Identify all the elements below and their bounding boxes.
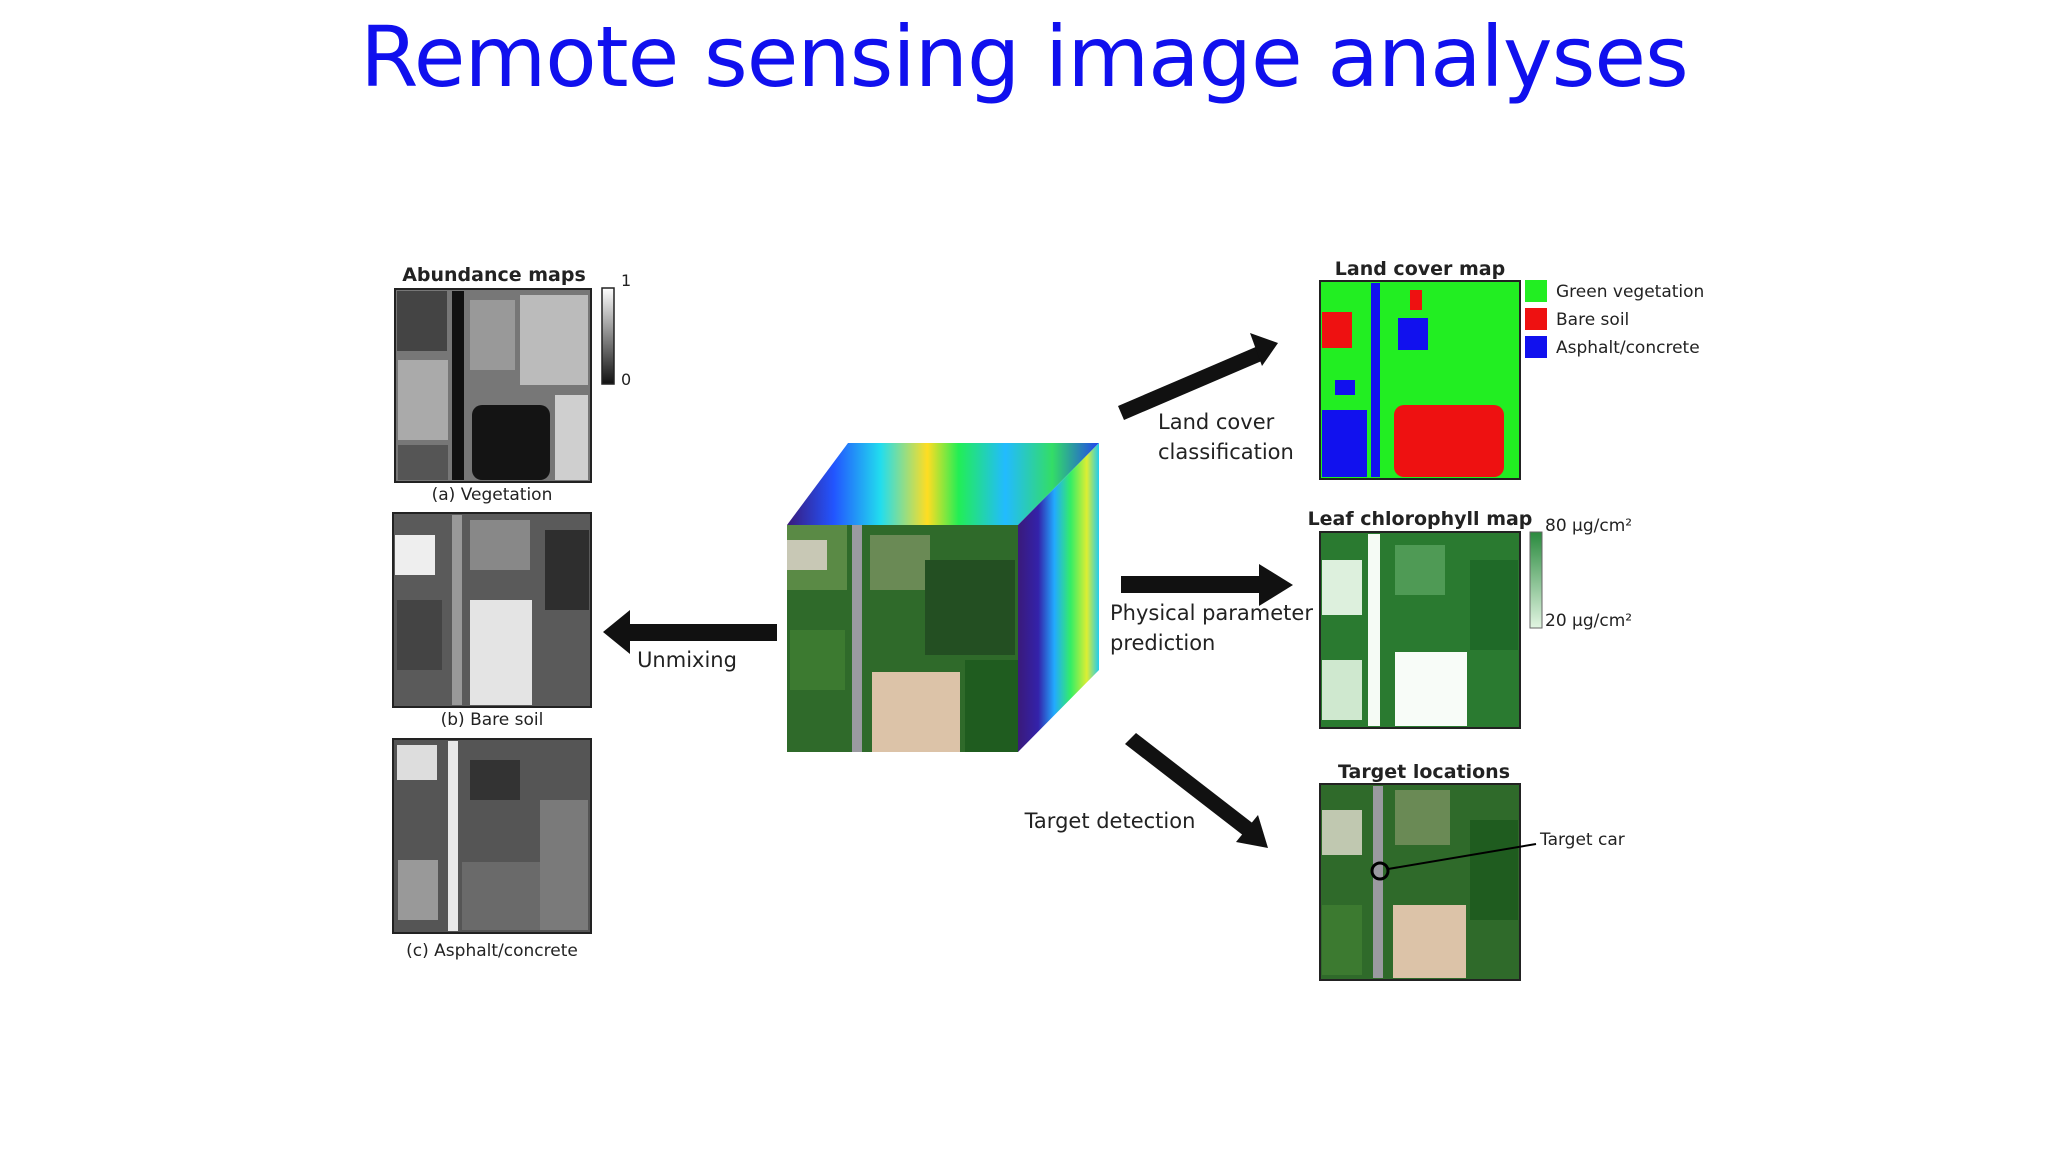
landcover-legend	[1525, 280, 1547, 358]
target-heading: Target locations	[1338, 761, 1510, 783]
chlorophyll-scale-min: 20 μg/cm²	[1545, 611, 1632, 631]
chlorophyll-arrow	[1121, 564, 1293, 606]
target-arrow	[1125, 733, 1268, 848]
legend-label-bare-soil: Bare soil	[1556, 310, 1629, 330]
caption-bare-soil: (b) Bare soil	[441, 710, 544, 730]
target-callout-line	[1387, 843, 1537, 870]
chlorophyll-scale-max: 80 μg/cm²	[1545, 516, 1632, 536]
landcover-arrow-label-2: classification	[1158, 440, 1294, 464]
hyperspectral-cube	[787, 443, 1099, 752]
abundance-scale-max: 1	[621, 271, 631, 290]
legend-swatch-asphalt	[1525, 336, 1547, 358]
unmixing-label: Unmixing	[637, 648, 737, 672]
legend-swatch-bare-soil	[1525, 308, 1547, 330]
legend-label-vegetation: Green vegetation	[1556, 282, 1704, 302]
abundance-colorbar	[601, 287, 615, 385]
abundance-heading: Abundance maps	[402, 264, 586, 286]
landcover-map	[1319, 280, 1521, 480]
bare-soil-abundance-map	[392, 512, 592, 708]
landcover-arrow-label-1: Land cover	[1158, 410, 1275, 434]
chlorophyll-arrow-label-2: prediction	[1110, 631, 1215, 655]
unmixing-arrow	[603, 610, 777, 654]
target-annotation: Target car	[1539, 830, 1625, 850]
landcover-arrow	[1118, 333, 1278, 420]
chlorophyll-arrow-label-1: Physical parameter	[1110, 601, 1313, 625]
target-map	[1319, 783, 1537, 981]
target-circle	[1370, 861, 1390, 881]
legend-label-asphalt: Asphalt/concrete	[1556, 338, 1700, 358]
chlorophyll-colorbar	[1529, 531, 1543, 629]
asphalt-abundance-map	[392, 738, 592, 934]
slide-title: Remote sensing image analyses	[360, 8, 1689, 106]
chlorophyll-heading: Leaf chlorophyll map	[1308, 508, 1533, 530]
target-arrow-label: Target detection	[1024, 809, 1196, 833]
caption-asphalt: (c) Asphalt/concrete	[406, 941, 578, 961]
legend-swatch-vegetation	[1525, 280, 1547, 302]
abundance-scale-min: 0	[621, 370, 631, 389]
caption-vegetation: (a) Vegetation	[432, 485, 553, 505]
chlorophyll-map	[1319, 531, 1521, 729]
landcover-heading: Land cover map	[1335, 258, 1505, 280]
vegetation-abundance-map	[394, 288, 592, 483]
